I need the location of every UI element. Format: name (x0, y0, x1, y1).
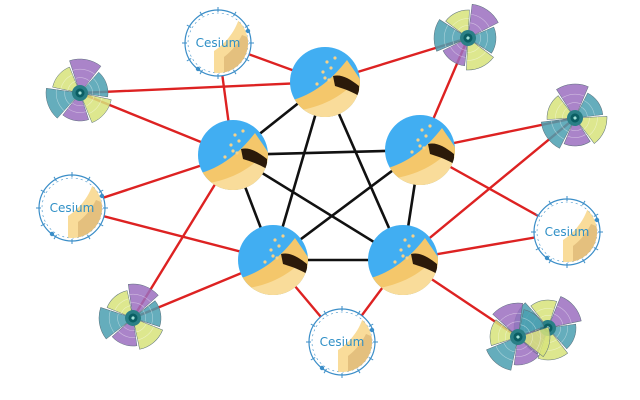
pinwheel-icon (45, 58, 112, 123)
cesium-badge: Cesium (182, 7, 254, 79)
cesium-badge: Cesium (36, 172, 108, 244)
pinwheel-icon (486, 302, 551, 371)
cesium-globe-icon (198, 120, 268, 190)
cesium-badge: Cesium (306, 306, 378, 378)
cesium-globe-icon (368, 225, 438, 295)
cesium-globe-icon (238, 225, 308, 295)
cesium-badge: Cesium (531, 196, 603, 268)
cesium-badge-label: Cesium (320, 335, 365, 349)
outer-link (78, 80, 327, 95)
cesium-badge-label: Cesium (196, 36, 241, 50)
cesium-badge-label: Cesium (545, 225, 590, 239)
pinwheel-icon (433, 3, 499, 71)
cesium-globe-icon (385, 115, 455, 185)
pinwheel-icon (540, 83, 608, 149)
cesium-globe-icon (290, 47, 360, 117)
cesium-badge-label: Cesium (50, 201, 95, 215)
pinwheel-icon (98, 283, 163, 350)
